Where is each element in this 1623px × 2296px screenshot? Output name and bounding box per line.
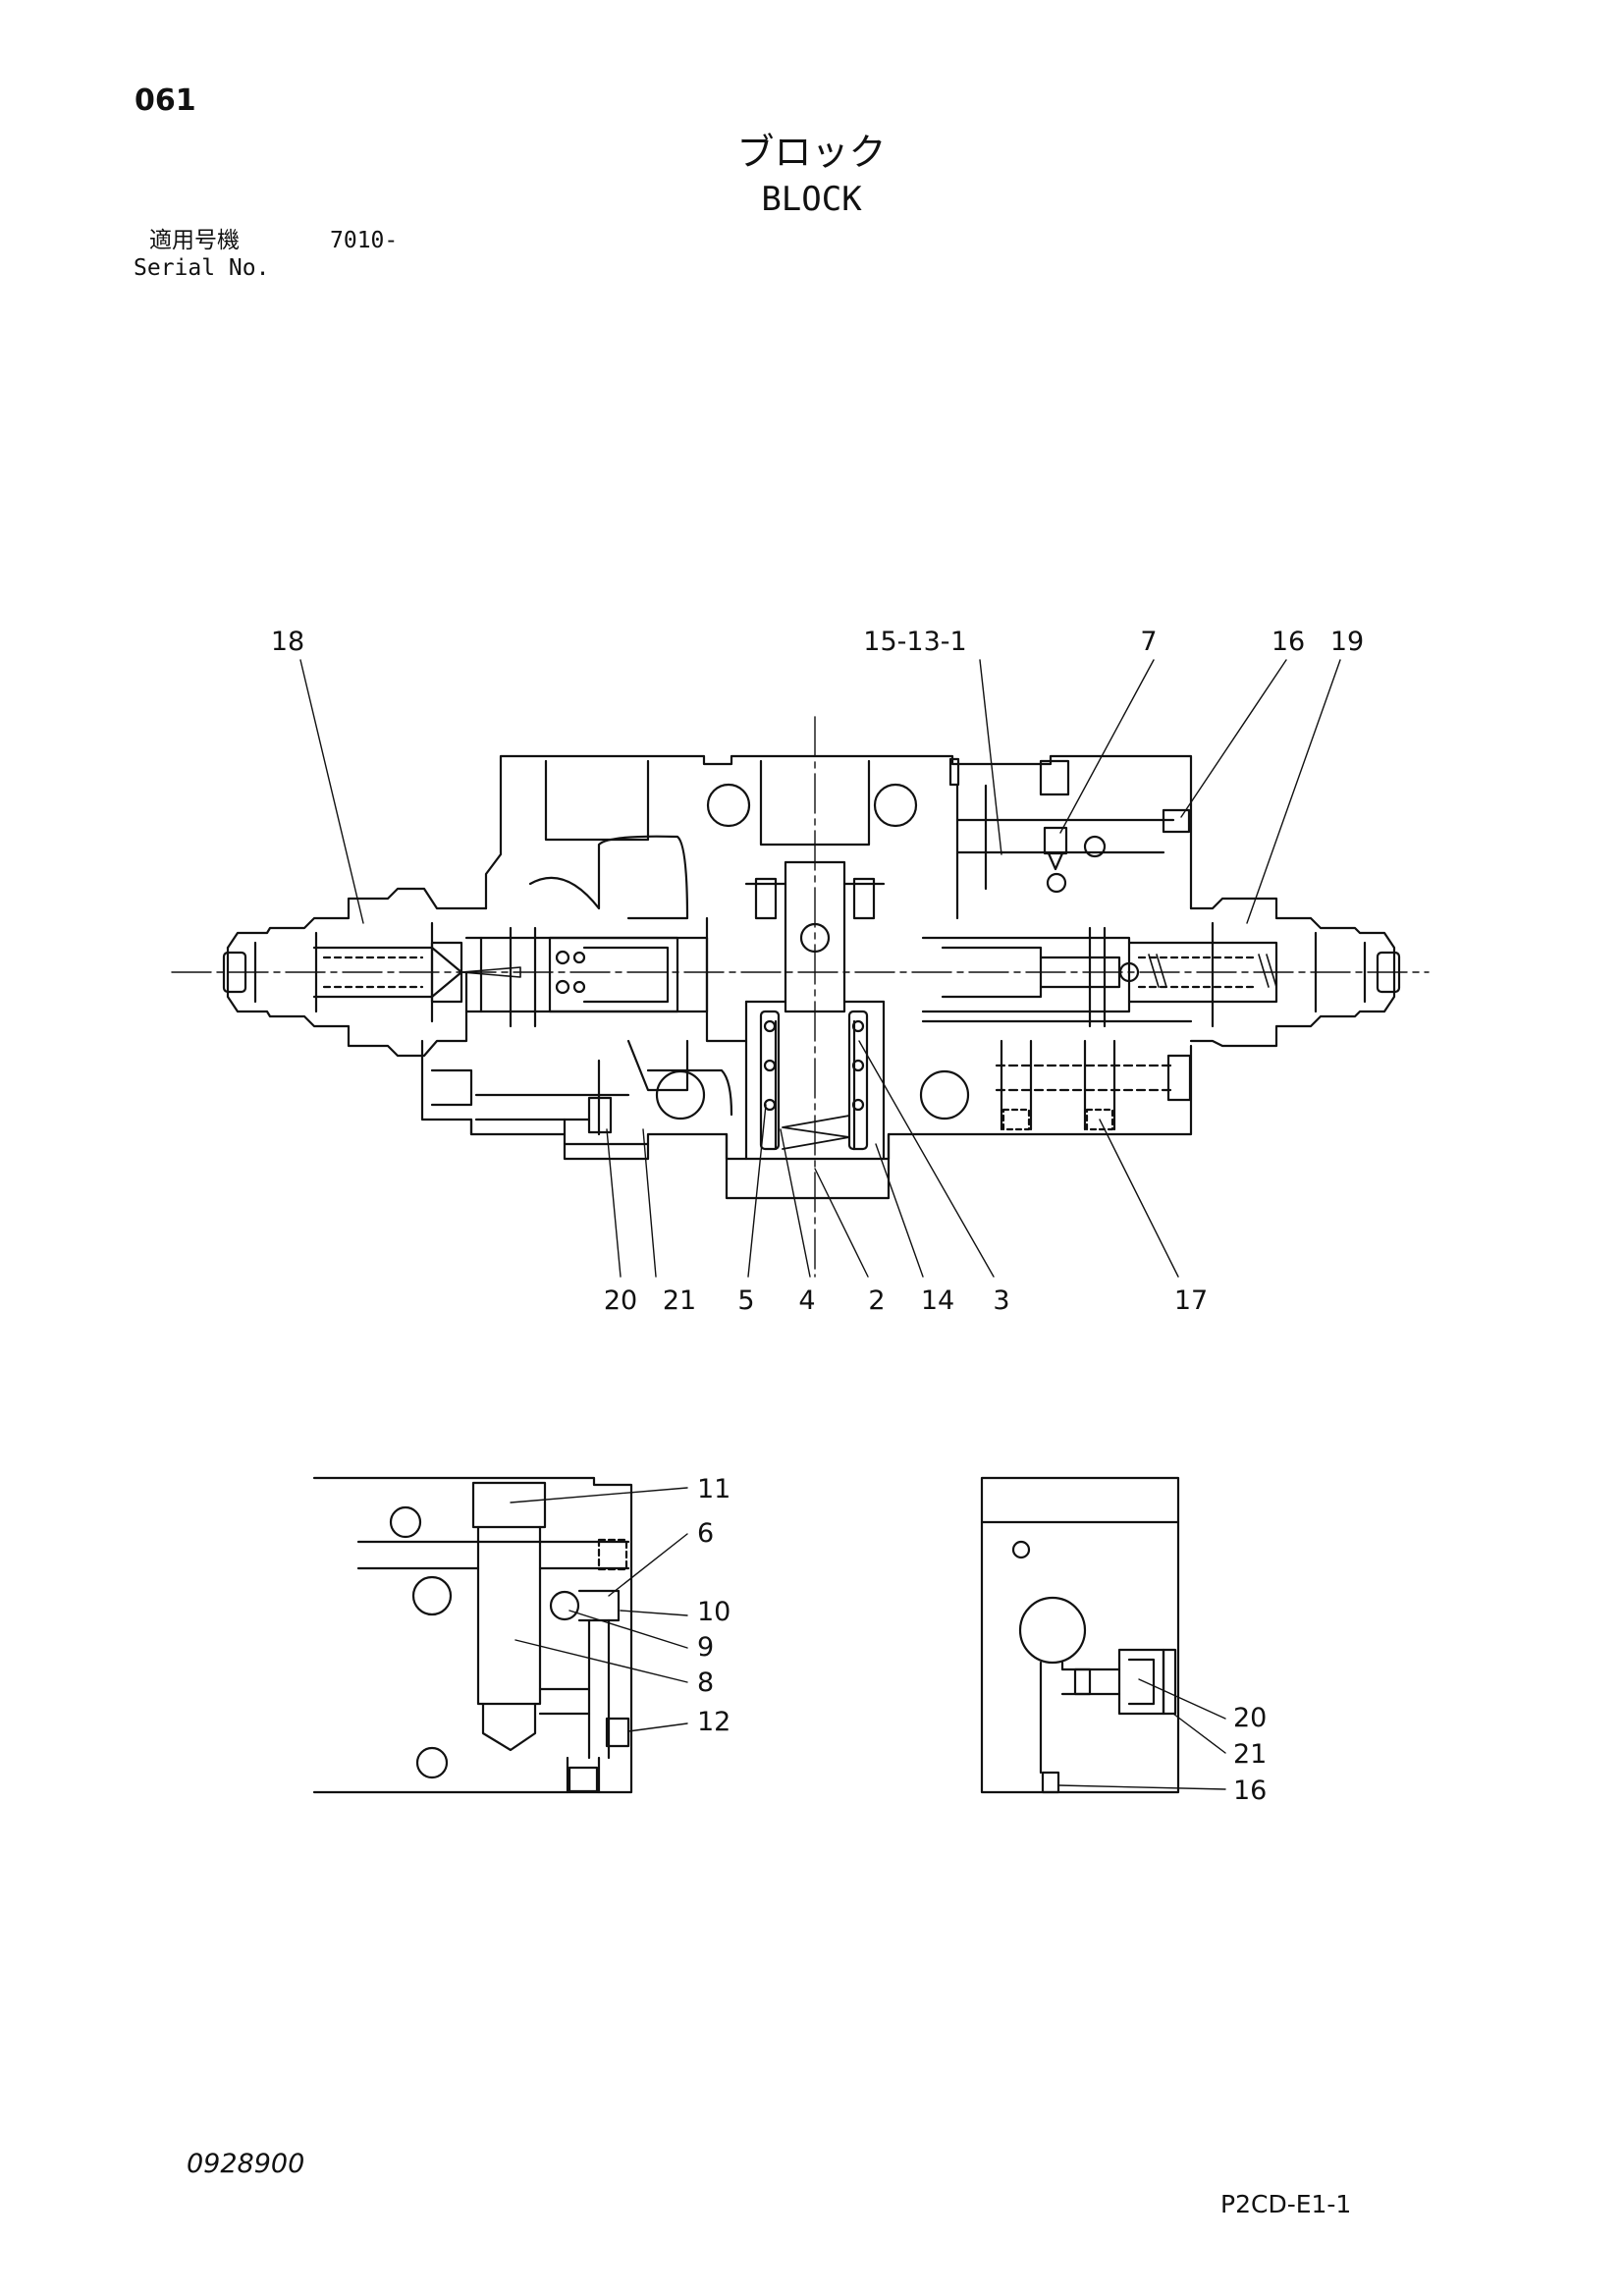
title-english: BLOCK	[761, 180, 862, 219]
main-section-view	[171, 716, 1430, 1278]
callout-labels: 18 15-13-1 7 16 19 20 21 5 4 2 14 3 17	[271, 627, 1364, 1316]
detail-left-callout-10: 10	[697, 1597, 730, 1627]
detail-callout-labels: 11 6 10 9 8 12 20 21 16	[697, 1474, 1267, 1806]
callout-20: 20	[604, 1285, 637, 1316]
detail-right-callout-16: 16	[1233, 1776, 1267, 1806]
detail-view-left	[312, 1476, 633, 1794]
detail-view-right	[980, 1476, 1180, 1794]
title-japanese: ブロック	[736, 131, 887, 174]
callout-14: 14	[921, 1285, 954, 1316]
document-number: 0928900	[187, 2149, 305, 2179]
callout-16: 16	[1271, 627, 1305, 657]
page-code: P2CD-E1-1	[1220, 2190, 1352, 2218]
serial-number-value: 7010-	[330, 228, 399, 253]
callout-15-13-1: 15-13-1	[863, 627, 966, 657]
callout-17: 17	[1174, 1285, 1208, 1316]
detail-right-callout-20: 20	[1233, 1703, 1267, 1733]
detail-left-callout-8: 8	[697, 1667, 714, 1698]
detail-left-callout-6: 6	[697, 1518, 714, 1549]
callout-2: 2	[868, 1285, 885, 1316]
callout-21: 21	[663, 1285, 696, 1316]
detail-left-callout-9: 9	[697, 1632, 714, 1663]
leader-lines	[299, 659, 1341, 1790]
callout-19: 19	[1330, 627, 1364, 657]
detail-right-callout-21: 21	[1233, 1739, 1267, 1770]
callout-7: 7	[1140, 627, 1157, 657]
detail-left-callout-11: 11	[697, 1474, 730, 1504]
detail-left-callout-12: 12	[697, 1707, 730, 1737]
page-number: 061	[135, 83, 196, 118]
callout-18: 18	[271, 627, 304, 657]
serial-label-japanese: 適用号機	[149, 228, 240, 253]
serial-label-english: Serial No.	[134, 255, 270, 281]
callout-4: 4	[798, 1285, 815, 1316]
callout-3: 3	[993, 1285, 1009, 1316]
callout-5: 5	[737, 1285, 754, 1316]
